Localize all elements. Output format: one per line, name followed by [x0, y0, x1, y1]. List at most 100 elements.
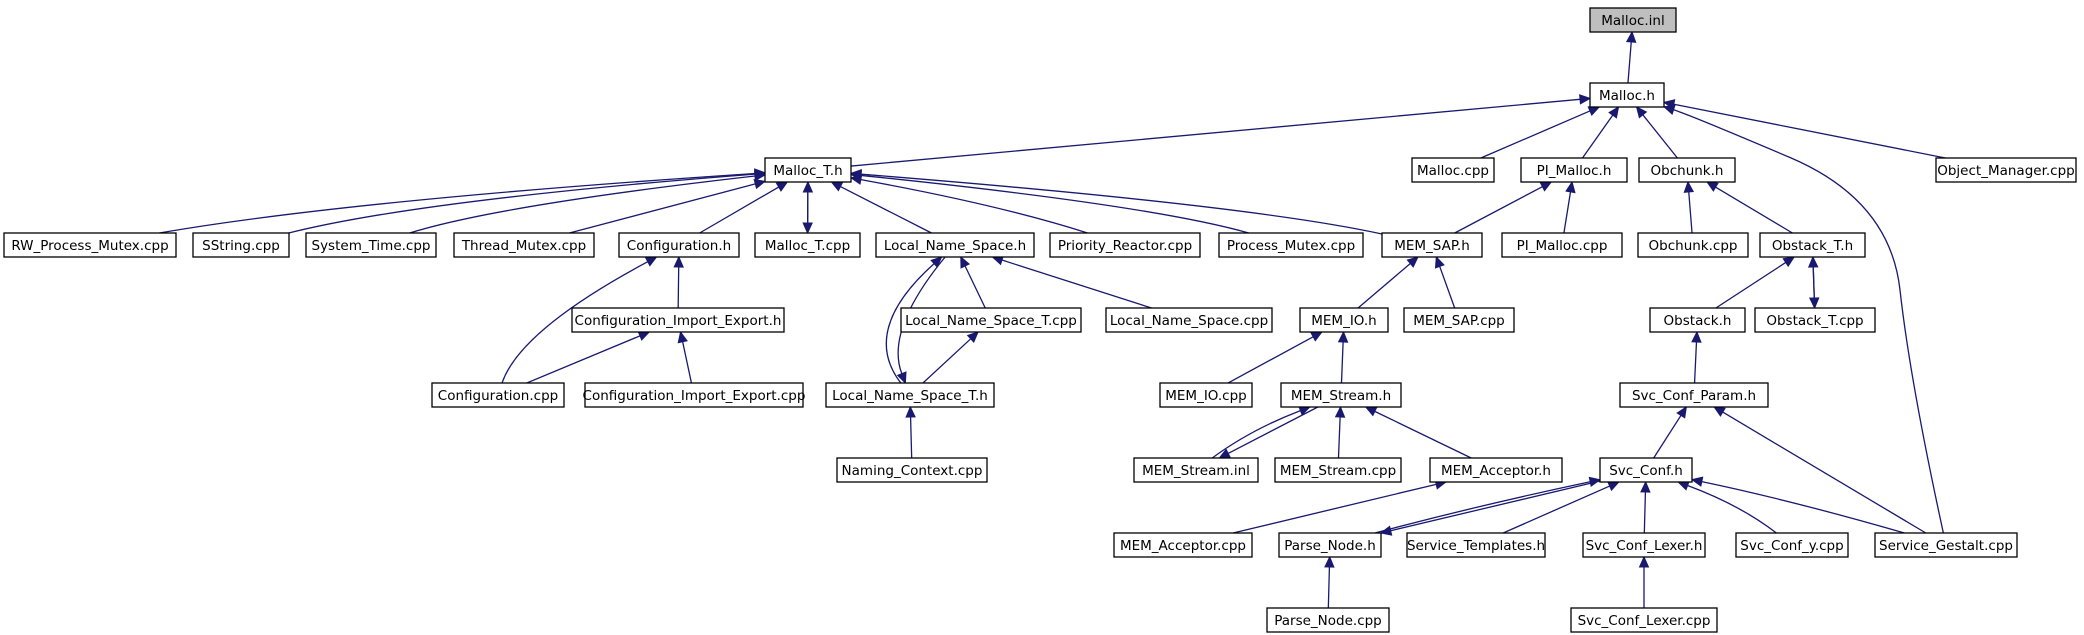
node-box: [584, 382, 804, 408]
node-label: Naming_Context.cpp: [842, 463, 983, 479]
node-label: SString.cpp: [202, 238, 280, 254]
node-svc-conf-param-h[interactable]: Svc_Conf_Param.h: [1619, 382, 1769, 408]
node-malloc-h[interactable]: Malloc.h: [1589, 82, 1665, 108]
edge-pi_malloc_h-to-malloc_h: [1581, 114, 1614, 159]
node-mem-io-cpp[interactable]: MEM_IO.cpp: [1159, 382, 1253, 408]
edge-local_name_space_t_h-to-local_name_space_t_cpp: [922, 338, 972, 384]
node-process-mutex-cpp[interactable]: Process_Mutex.cpp: [1218, 232, 1364, 258]
node-object-manager-cpp[interactable]: Object_Manager.cpp: [1935, 157, 2077, 183]
node-label: Local_Name_Space_T.cpp: [905, 313, 1077, 329]
node-malloc-t-h[interactable]: Malloc_T.h: [764, 157, 852, 183]
arrowhead-obstack_t_h-to-obchunk_h: [1706, 181, 1719, 192]
node-label: PI_Malloc.cpp: [1517, 238, 1608, 254]
node-mem-sap-cpp[interactable]: MEM_SAP.cpp: [1403, 307, 1515, 333]
node-label: MEM_Acceptor.h: [1441, 463, 1551, 479]
edge-mem_stream_inl-to-mem_stream_h: [1211, 409, 1301, 459]
edge-mem_stream_h-to-mem_stream_inl: [1227, 406, 1319, 454]
node-box: [1759, 232, 1866, 258]
node-configuration-h[interactable]: Configuration.h: [618, 232, 740, 258]
node-label: Malloc_T.h: [773, 163, 842, 179]
node-malloc-cpp[interactable]: Malloc.cpp: [1411, 157, 1495, 183]
edge-configuration_cpp-to-configuration_import_export_h: [526, 335, 641, 384]
node-malloc-inl[interactable]: Malloc.inl: [1589, 7, 1677, 33]
node-sstring-cpp[interactable]: SString.cpp: [192, 232, 290, 258]
node-service-templates-h[interactable]: Service_Templates.h: [1406, 532, 1546, 558]
arrowhead-service_gestalt_cpp-to-malloc_h: [1662, 104, 1676, 115]
node-mem-stream-inl[interactable]: MEM_Stream.inl: [1133, 457, 1259, 483]
node-box: [1874, 532, 2018, 558]
edge-process_mutex_cpp-to-malloc_t_h: [860, 174, 1249, 234]
edge-local_name_space_t_cpp-to-local_name_space_h: [964, 265, 986, 309]
arrowhead-system_time_cpp-to-malloc_t_h: [753, 170, 767, 182]
node-obchunk-h[interactable]: Obchunk.h: [1638, 157, 1736, 183]
node-box: [1280, 382, 1402, 408]
node-service-gestalt-cpp[interactable]: Service_Gestalt.cpp: [1874, 532, 2018, 558]
node-rw-process-mutex-cpp[interactable]: RW_Process_Mutex.cpp: [3, 232, 177, 258]
node-mem-stream-cpp[interactable]: MEM_Stream.cpp: [1274, 457, 1402, 483]
node-parse-node-cpp[interactable]: Parse_Node.cpp: [1266, 607, 1390, 633]
edge-malloc_h-to-malloc_inl: [1627, 41, 1632, 84]
node-local-name-space-t-h[interactable]: Local_Name_Space_T.h: [825, 382, 995, 408]
node-local-name-space-h[interactable]: Local_Name_Space.h: [875, 232, 1035, 258]
edge-svc_conf_h-to-parse_node_h: [1390, 480, 1601, 532]
node-label: MEM_IO.h: [1311, 313, 1376, 329]
node-box: [3, 232, 177, 258]
node-mem-io-h[interactable]: MEM_IO.h: [1299, 307, 1389, 333]
edge-obstack_h-to-obstack_t_h: [1715, 261, 1787, 309]
node-box: [1299, 307, 1389, 333]
node-obstack-t-h[interactable]: Obstack_T.h: [1759, 232, 1866, 258]
node-local-name-space-cpp[interactable]: Local_Name_Space.cpp: [1105, 307, 1273, 333]
node-mem-acceptor-h[interactable]: MEM_Acceptor.h: [1429, 457, 1563, 483]
node-priority-reactor-cpp[interactable]: Priority_Reactor.cpp: [1049, 232, 1201, 258]
node-box: [1133, 457, 1259, 483]
node-label: Svc_Conf_Lexer.h: [1586, 538, 1703, 554]
node-naming-context-cpp[interactable]: Naming_Context.cpp: [836, 457, 988, 483]
node-mem-acceptor-cpp[interactable]: MEM_Acceptor.cpp: [1113, 532, 1253, 558]
edge-obchunk_h-to-malloc_h: [1642, 114, 1678, 159]
node-configuration-cpp[interactable]: Configuration.cpp: [431, 382, 565, 408]
node-svc-conf-y-cpp[interactable]: Svc_Conf_y.cpp: [1735, 532, 1849, 558]
edge-mem_stream_cpp-to-mem_stream_h: [1337, 416, 1341, 459]
node-system-time-cpp[interactable]: System_Time.cpp: [305, 232, 437, 258]
node-label: Service_Templates.h: [1407, 538, 1545, 554]
node-thread-mutex-cpp[interactable]: Thread_Mutex.cpp: [453, 232, 595, 258]
node-svc-conf-h[interactable]: Svc_Conf.h: [1599, 457, 1693, 483]
edge-system_time_cpp-to-malloc_t_h: [409, 175, 756, 234]
node-box: [1266, 607, 1390, 633]
arrowhead-local_name_space_t_cpp-to-local_name_space_h: [960, 255, 971, 269]
arrowhead-obstack_t_h-to-obstack_t_cpp: [1808, 297, 1820, 310]
edge-svc_conf_y_cpp-to-svc_conf_h: [1687, 484, 1777, 534]
node-local-name-space-t-cpp[interactable]: Local_Name_Space_T.cpp: [900, 307, 1082, 333]
node-box: [1113, 532, 1253, 558]
node-mem-sap-h[interactable]: MEM_SAP.h: [1381, 232, 1483, 258]
node-box: [571, 307, 785, 333]
node-label: Priority_Reactor.cpp: [1058, 238, 1192, 254]
node-label: Malloc.inl: [1601, 13, 1664, 29]
node-svc-conf-lexer-cpp[interactable]: Svc_Conf_Lexer.cpp: [1570, 607, 1718, 633]
node-label: Parse_Node.cpp: [1274, 613, 1382, 629]
arrowhead-local_name_space_t_h-to-local_name_space_h: [930, 256, 943, 268]
node-obstack-t-cpp[interactable]: Obstack_T.cpp: [1754, 307, 1876, 333]
node-pi-malloc-cpp[interactable]: PI_Malloc.cpp: [1501, 232, 1623, 258]
arrowhead-mem_acceptor_h-to-mem_stream_h: [1364, 406, 1378, 417]
node-configuration-import-export-cpp[interactable]: Configuration_Import_Export.cpp: [583, 382, 806, 408]
node-mem-stream-h[interactable]: MEM_Stream.h: [1280, 382, 1402, 408]
node-parse-node-h[interactable]: Parse_Node.h: [1278, 532, 1382, 558]
edge-mem_sap_h-to-pi_malloc_h: [1454, 186, 1543, 234]
node-pi-malloc-h[interactable]: PI_Malloc.h: [1520, 157, 1628, 183]
arrowhead-local_name_space_t_h-to-local_name_space_t_cpp: [966, 331, 979, 344]
node-malloc-t-cpp[interactable]: Malloc_T.cpp: [754, 232, 861, 258]
node-svc-conf-lexer-h[interactable]: Svc_Conf_Lexer.h: [1582, 532, 1706, 558]
node-obchunk-cpp[interactable]: Obchunk.cpp: [1637, 232, 1749, 258]
arrowhead-configuration_h-to-malloc_t_h: [775, 181, 789, 192]
edge-parse_node_cpp-to-parse_node_h: [1327, 566, 1331, 609]
node-configuration-import-export-h[interactable]: Configuration_Import_Export.h: [571, 307, 785, 333]
node-label: Svc_Conf_y.cpp: [1740, 538, 1843, 554]
node-label: Malloc_T.cpp: [765, 238, 850, 254]
node-box: [1637, 232, 1749, 258]
node-box: [875, 232, 1035, 258]
node-box: [1411, 157, 1495, 183]
edge-svc_conf_lexer_h-to-svc_conf_h: [1643, 491, 1647, 534]
node-obstack-h[interactable]: Obstack.h: [1649, 307, 1746, 333]
node-label: Parse_Node.h: [1284, 538, 1376, 554]
